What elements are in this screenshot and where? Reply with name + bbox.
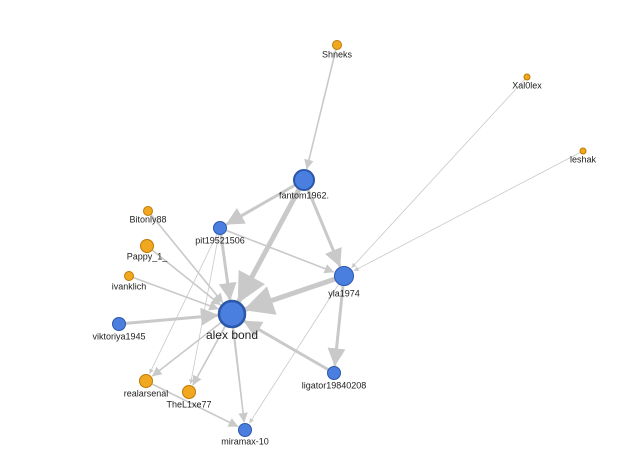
- edge-pappy1-to-alex_bond: [146, 245, 222, 306]
- edge-shneks-to-fantom1962: [304, 44, 338, 170]
- edge-fantom1962-to-thel1xe77: [192, 179, 305, 385]
- node-ligator19840208[interactable]: [327, 366, 341, 380]
- node-label-fantom1962: fantom1962.: [279, 190, 329, 200]
- edge-leshak-to-yla1974: [353, 150, 584, 272]
- node-alex_bond[interactable]: [217, 299, 247, 329]
- node-label-pappy1: Pappy_1_: [127, 251, 169, 261]
- edge-ligator19840208-to-alex_bond: [243, 320, 336, 375]
- edge-pit19521506-to-realarsenal: [149, 227, 221, 374]
- node-label-miramax10: miramax-10: [221, 436, 269, 446]
- node-thel1xe77[interactable]: [182, 385, 196, 399]
- edge-realarsenal-to-miramax10: [145, 380, 239, 428]
- edge-yla1974-to-alex_bond: [245, 275, 345, 311]
- node-pit19521506[interactable]: [213, 221, 227, 235]
- node-shneks[interactable]: [332, 40, 342, 50]
- node-label-pit19521506: pit19521506: [195, 235, 245, 245]
- edge-yla1974-to-miramax10: [249, 275, 345, 424]
- edge-fantom1962-to-pit19521506: [225, 178, 306, 226]
- node-label-realarsenal: realarsenal: [124, 388, 169, 398]
- node-miramax10[interactable]: [238, 423, 252, 437]
- node-xal0lex[interactable]: [523, 73, 531, 81]
- node-pappy1[interactable]: [140, 239, 154, 253]
- node-realarsenal[interactable]: [139, 374, 153, 388]
- node-fantom1962[interactable]: [293, 169, 315, 191]
- node-layer: [112, 40, 587, 437]
- node-label-bitonly88: Bitonly88: [129, 214, 166, 224]
- node-label-ivanklich: ivanklich: [112, 281, 147, 291]
- node-label-xal0lex: Xal0lex: [512, 80, 542, 90]
- node-label-alex_bond: alex bond: [206, 328, 258, 342]
- edge-alex_bond-to-realarsenal: [151, 313, 233, 377]
- node-bitonly88[interactable]: [143, 206, 153, 216]
- edge-fantom1962-to-yla1974: [302, 178, 342, 268]
- node-label-thel1xe77: TheL1xe77: [166, 399, 211, 409]
- label-layer: alex bond fantom1962. yla1974 pit19521506 vi…: [92, 49, 596, 446]
- node-label-yla1974: yla1974: [328, 288, 360, 298]
- edge-xal0lex-to-yla1974: [351, 76, 528, 268]
- node-viktoriya1945[interactable]: [112, 317, 126, 331]
- edge-bitonly88-to-alex_bond: [147, 210, 224, 304]
- node-leshak[interactable]: [579, 147, 587, 155]
- edge-layer: [117, 44, 584, 428]
- edge-pit19521506-to-thel1xe77: [189, 227, 221, 385]
- node-ivanklich[interactable]: [124, 271, 134, 281]
- node-label-leshak: leshak: [570, 154, 597, 164]
- node-label-viktoriya1945: viktoriya1945: [92, 331, 145, 341]
- node-label-ligator19840208: ligator19840208: [302, 380, 367, 390]
- node-yla1974[interactable]: [334, 266, 354, 286]
- edge-pit19521506-to-yla1974: [219, 227, 335, 274]
- edge-ivanklich-to-alex_bond: [128, 275, 219, 311]
- edge-yla1974-to-ligator19840208: [327, 274, 346, 367]
- edge-viktoriya1945-to-alex_bond: [117, 307, 219, 326]
- node-label-shneks: Shneks: [322, 49, 353, 59]
